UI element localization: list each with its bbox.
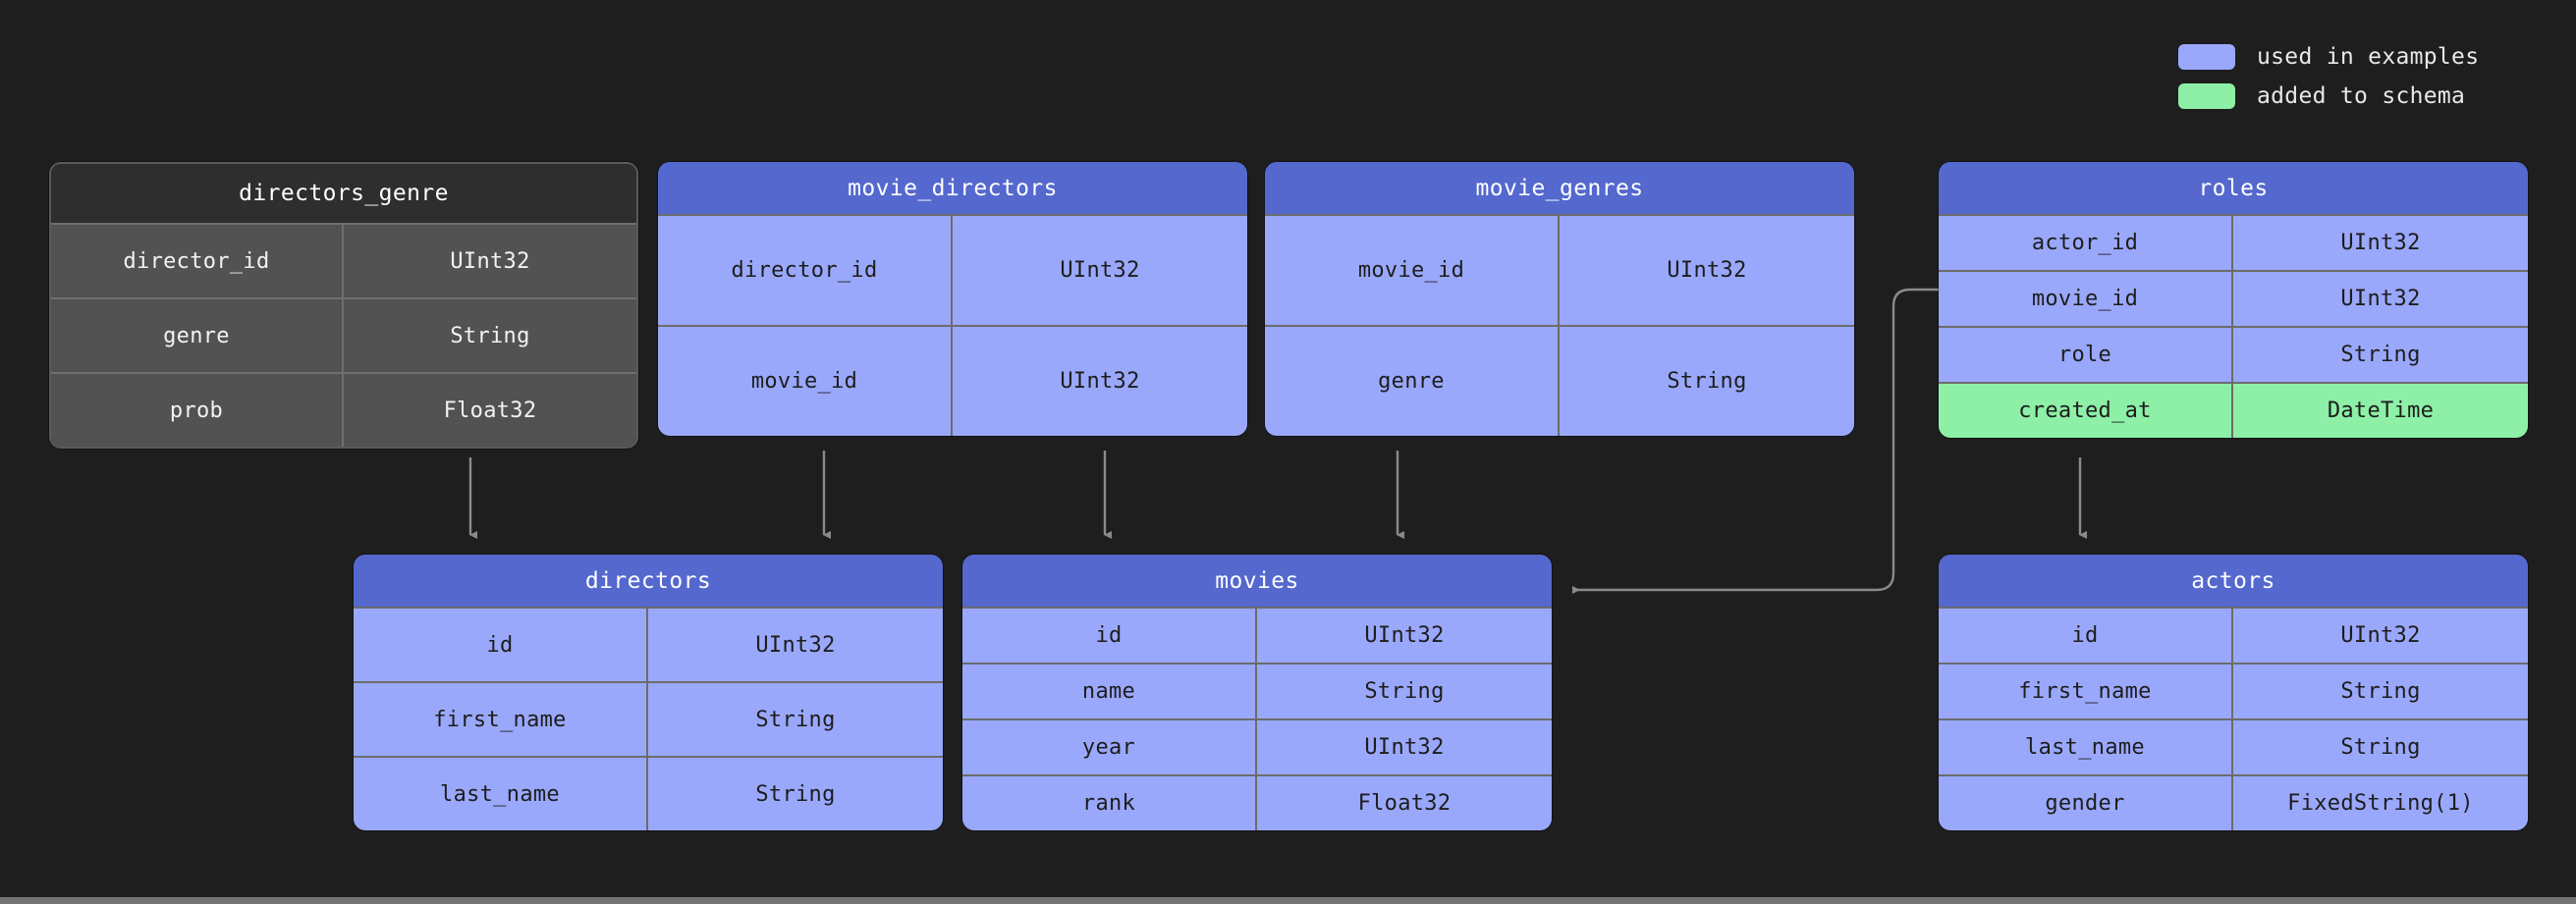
column-type: String <box>2233 326 2528 382</box>
column-name: id <box>354 607 648 681</box>
column-type: UInt32 <box>953 325 1247 436</box>
column-name: movie_id <box>1265 214 1560 325</box>
table-row[interactable]: id UInt32 <box>1939 607 2528 663</box>
column-name: movie_id <box>658 325 953 436</box>
table-row[interactable]: first_name String <box>1939 663 2528 718</box>
column-type: UInt32 <box>1560 214 1854 325</box>
column-name: last_name <box>354 756 648 830</box>
column-name: first_name <box>1939 663 2233 718</box>
column-name: prob <box>51 372 344 447</box>
column-name: director_id <box>658 214 953 325</box>
column-name: gender <box>1939 774 2233 830</box>
table-title-movie_genres: movie_genres <box>1265 162 1854 214</box>
table-row[interactable]: genre String <box>51 297 636 372</box>
table-row[interactable]: actor_id UInt32 <box>1939 214 2528 270</box>
table-row[interactable]: movie_id UInt32 <box>1939 270 2528 326</box>
column-name: actor_id <box>1939 214 2233 270</box>
column-type: String <box>648 756 943 830</box>
table-row[interactable]: prob Float32 <box>51 372 636 447</box>
table-movie_genres[interactable]: movie_genres movie_id UInt32 genre Strin… <box>1265 162 1854 436</box>
table-row[interactable]: director_id UInt32 <box>658 214 1247 325</box>
table-row[interactable]: movie_id UInt32 <box>658 325 1247 436</box>
table-row[interactable]: gender FixedString(1) <box>1939 774 2528 830</box>
table-row[interactable]: name String <box>962 663 1552 718</box>
table-row-added[interactable]: created_at DateTime <box>1939 382 2528 438</box>
table-title-movie_directors: movie_directors <box>658 162 1247 214</box>
table-movie_directors[interactable]: movie_directors director_id UInt32 movie… <box>658 162 1247 436</box>
table-movies[interactable]: movies id UInt32 name String year UInt32… <box>962 555 1552 830</box>
column-type: String <box>2233 663 2528 718</box>
column-name: role <box>1939 326 2233 382</box>
legend-item-used: used in examples <box>2178 44 2507 70</box>
column-name: id <box>1939 607 2233 663</box>
column-type: UInt32 <box>648 607 943 681</box>
table-row[interactable]: movie_id UInt32 <box>1265 214 1854 325</box>
column-type: String <box>344 297 636 372</box>
legend-swatch-green <box>2178 83 2235 109</box>
column-type: String <box>2233 718 2528 774</box>
legend-label-used: used in examples <box>2257 44 2480 70</box>
column-name: year <box>962 718 1257 774</box>
column-name: movie_id <box>1939 270 2233 326</box>
table-row[interactable]: genre String <box>1265 325 1854 436</box>
column-type: UInt32 <box>344 223 636 297</box>
column-type: Float32 <box>1257 774 1552 830</box>
column-type: String <box>1257 663 1552 718</box>
legend-swatch-blue <box>2178 44 2235 70</box>
column-name: director_id <box>51 223 344 297</box>
legend-label-added: added to schema <box>2257 83 2466 109</box>
column-type: String <box>1560 325 1854 436</box>
legend: used in examples added to schema <box>2178 44 2507 109</box>
table-row[interactable]: last_name String <box>1939 718 2528 774</box>
table-title-roles: roles <box>1939 162 2528 214</box>
table-title-directors: directors <box>354 555 943 607</box>
column-type: UInt32 <box>2233 214 2528 270</box>
table-title-directors_genre: directors_genre <box>51 164 636 223</box>
column-type: UInt32 <box>1257 718 1552 774</box>
column-name: genre <box>1265 325 1560 436</box>
legend-item-added: added to schema <box>2178 83 2507 109</box>
column-type: DateTime <box>2233 382 2528 438</box>
table-row[interactable]: first_name String <box>354 681 943 756</box>
column-name: created_at <box>1939 382 2233 438</box>
column-name: genre <box>51 297 344 372</box>
table-row[interactable]: id UInt32 <box>354 607 943 681</box>
table-roles[interactable]: roles actor_id UInt32 movie_id UInt32 ro… <box>1939 162 2528 438</box>
table-title-movies: movies <box>962 555 1552 607</box>
table-row[interactable]: rank Float32 <box>962 774 1552 830</box>
column-type: UInt32 <box>2233 270 2528 326</box>
bottom-edge-strip <box>0 897 2576 904</box>
table-row[interactable]: last_name String <box>354 756 943 830</box>
column-name: id <box>962 607 1257 663</box>
column-type: UInt32 <box>953 214 1247 325</box>
table-title-actors: actors <box>1939 555 2528 607</box>
table-actors[interactable]: actors id UInt32 first_name String last_… <box>1939 555 2528 830</box>
column-type: String <box>648 681 943 756</box>
table-row[interactable]: role String <box>1939 326 2528 382</box>
table-directors[interactable]: directors id UInt32 first_name String la… <box>354 555 943 830</box>
column-type: Float32 <box>344 372 636 447</box>
column-name: name <box>962 663 1257 718</box>
column-type: UInt32 <box>2233 607 2528 663</box>
column-name: rank <box>962 774 1257 830</box>
column-name: last_name <box>1939 718 2233 774</box>
column-type: FixedString(1) <box>2233 774 2528 830</box>
column-type: UInt32 <box>1257 607 1552 663</box>
table-row[interactable]: year UInt32 <box>962 718 1552 774</box>
table-row[interactable]: id UInt32 <box>962 607 1552 663</box>
column-name: first_name <box>354 681 648 756</box>
table-directors_genre[interactable]: directors_genre director_id UInt32 genre… <box>49 162 638 449</box>
table-row[interactable]: director_id UInt32 <box>51 223 636 297</box>
